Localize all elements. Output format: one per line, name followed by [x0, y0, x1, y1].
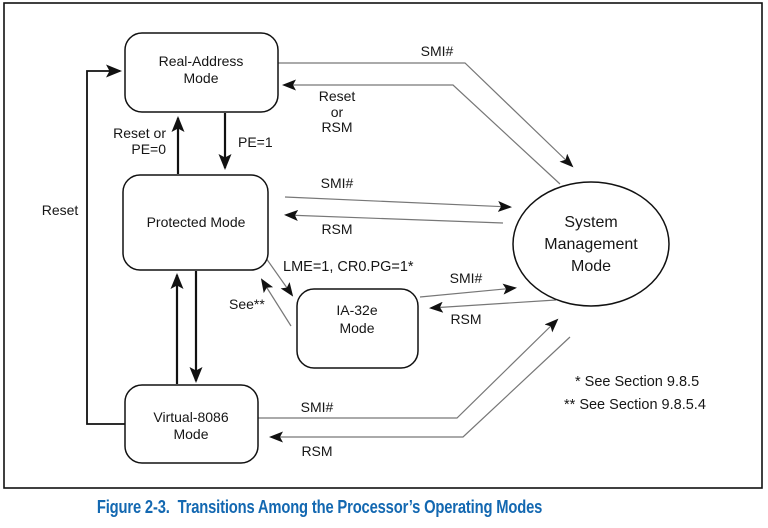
reset-edge: [86, 64, 125, 425]
rsm-smm-to-v86-edge: [269, 336, 571, 443]
smi-protected-to-smm-edge: [284, 196, 512, 212]
rsm-v86-label: RSM: [301, 443, 332, 459]
smm-label-line3: Mode: [571, 258, 611, 275]
figure-caption: Figure 2-3. Transitions Among the Proces…: [0, 497, 640, 518]
smi-real-to-smm-edge: [278, 62, 574, 168]
smi-real-label: SMI#: [421, 43, 454, 59]
ia32e-mode-label-line2: Mode: [339, 320, 374, 336]
note-see-section-985: * See Section 9.8.5: [575, 374, 699, 390]
reset-or-pe0-label-line1: Reset or: [113, 125, 166, 141]
smi-protected-label: SMI#: [321, 175, 354, 191]
rsm-ia32e-label: RSM: [450, 311, 481, 327]
reset-or-rsm-label-line1: Reset: [319, 88, 356, 104]
virtual-8086-mode-node: [124, 384, 259, 464]
real-address-mode-label-line1: Real-Address: [159, 53, 244, 69]
smi-v86-to-smm-edge: [258, 318, 559, 419]
smi-ia32e-label: SMI#: [450, 270, 483, 286]
smm-label-line1: System: [564, 214, 617, 231]
smi-ia32e-to-smm-edge: [419, 283, 517, 298]
pe1-label: PE=1: [238, 134, 273, 150]
real-address-mode-node: [124, 32, 279, 113]
figure-caption-text: Figure 2-3. Transitions Among the Proces…: [97, 497, 543, 517]
note-see-section-9854: ** See Section 9.8.5.4: [564, 397, 706, 413]
state-diagram-canvas: Real-Address Mode Protected Mode IA-32e …: [3, 2, 763, 489]
lme-cr0-label: LME=1, CR0.PG=1*: [283, 259, 414, 275]
ia32e-mode-label-line1: IA-32e: [336, 302, 377, 318]
see-ia32e-to-protected-edge: [260, 278, 292, 327]
protected-mode-label: Protected Mode: [147, 214, 246, 230]
virtual-8086-mode-label-line1: Virtual-8086: [153, 409, 228, 425]
protected-mode-node: [122, 174, 269, 271]
ia32e-mode-node: [296, 288, 419, 369]
smi-v86-label: SMI#: [301, 399, 334, 415]
see-label: See**: [229, 296, 265, 312]
rsm-smm-to-protected-edge: [284, 209, 504, 224]
real-address-mode-label-line2: Mode: [183, 70, 218, 86]
reset-or-rsm-label-line2: or: [331, 104, 344, 120]
virtual-8086-mode-label-line2: Mode: [173, 426, 208, 442]
reset-or-rsm-smm-to-real-edge: [282, 79, 561, 185]
reset-or-rsm-label-line3: RSM: [321, 119, 352, 135]
reset-label: Reset: [42, 202, 79, 218]
rsm-protected-label: RSM: [321, 221, 352, 237]
reset-or-pe0-label-line2: PE=0: [131, 141, 166, 157]
rsm-smm-to-ia32e-edge: [429, 299, 557, 313]
system-management-mode-node: [512, 181, 670, 307]
smm-label-line2: Management: [544, 236, 638, 253]
figure-border: [3, 2, 763, 489]
